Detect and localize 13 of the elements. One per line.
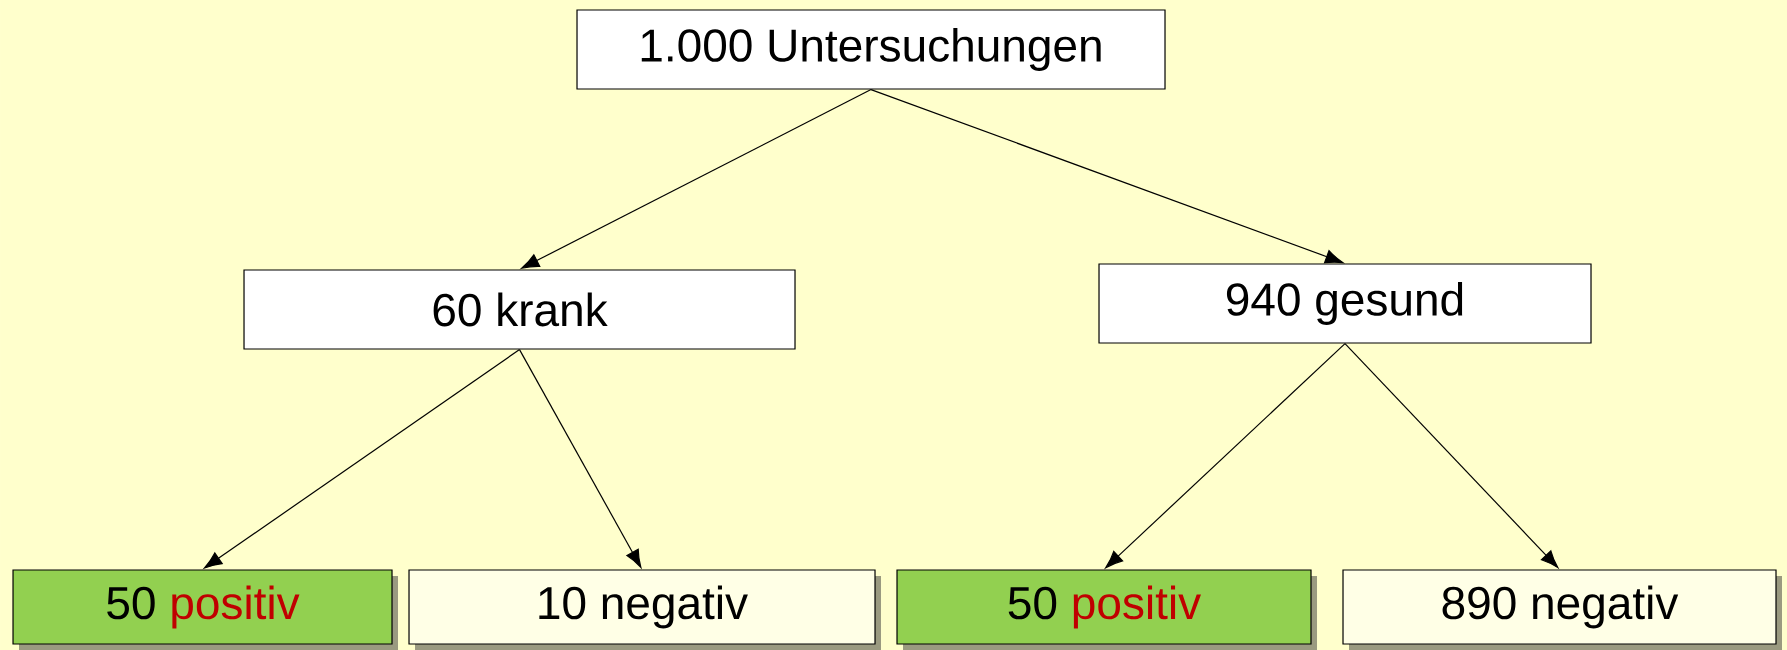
arrow xyxy=(518,349,642,568)
result-box: 10 negativ xyxy=(408,569,881,650)
result-box: 50 positiv xyxy=(896,569,1317,650)
arrow xyxy=(203,349,521,569)
result-box: 890 negativ xyxy=(1342,569,1782,650)
group-box: 940 gesund xyxy=(1098,263,1592,344)
result-box: 50 positiv xyxy=(12,569,398,650)
arrow xyxy=(870,89,1344,264)
arrow xyxy=(1344,343,1559,569)
arrow xyxy=(1105,343,1346,569)
root-box: 1.000 Untersuchungen xyxy=(576,9,1166,90)
arrow xyxy=(521,89,872,269)
group-box: 60 krank xyxy=(243,269,796,350)
